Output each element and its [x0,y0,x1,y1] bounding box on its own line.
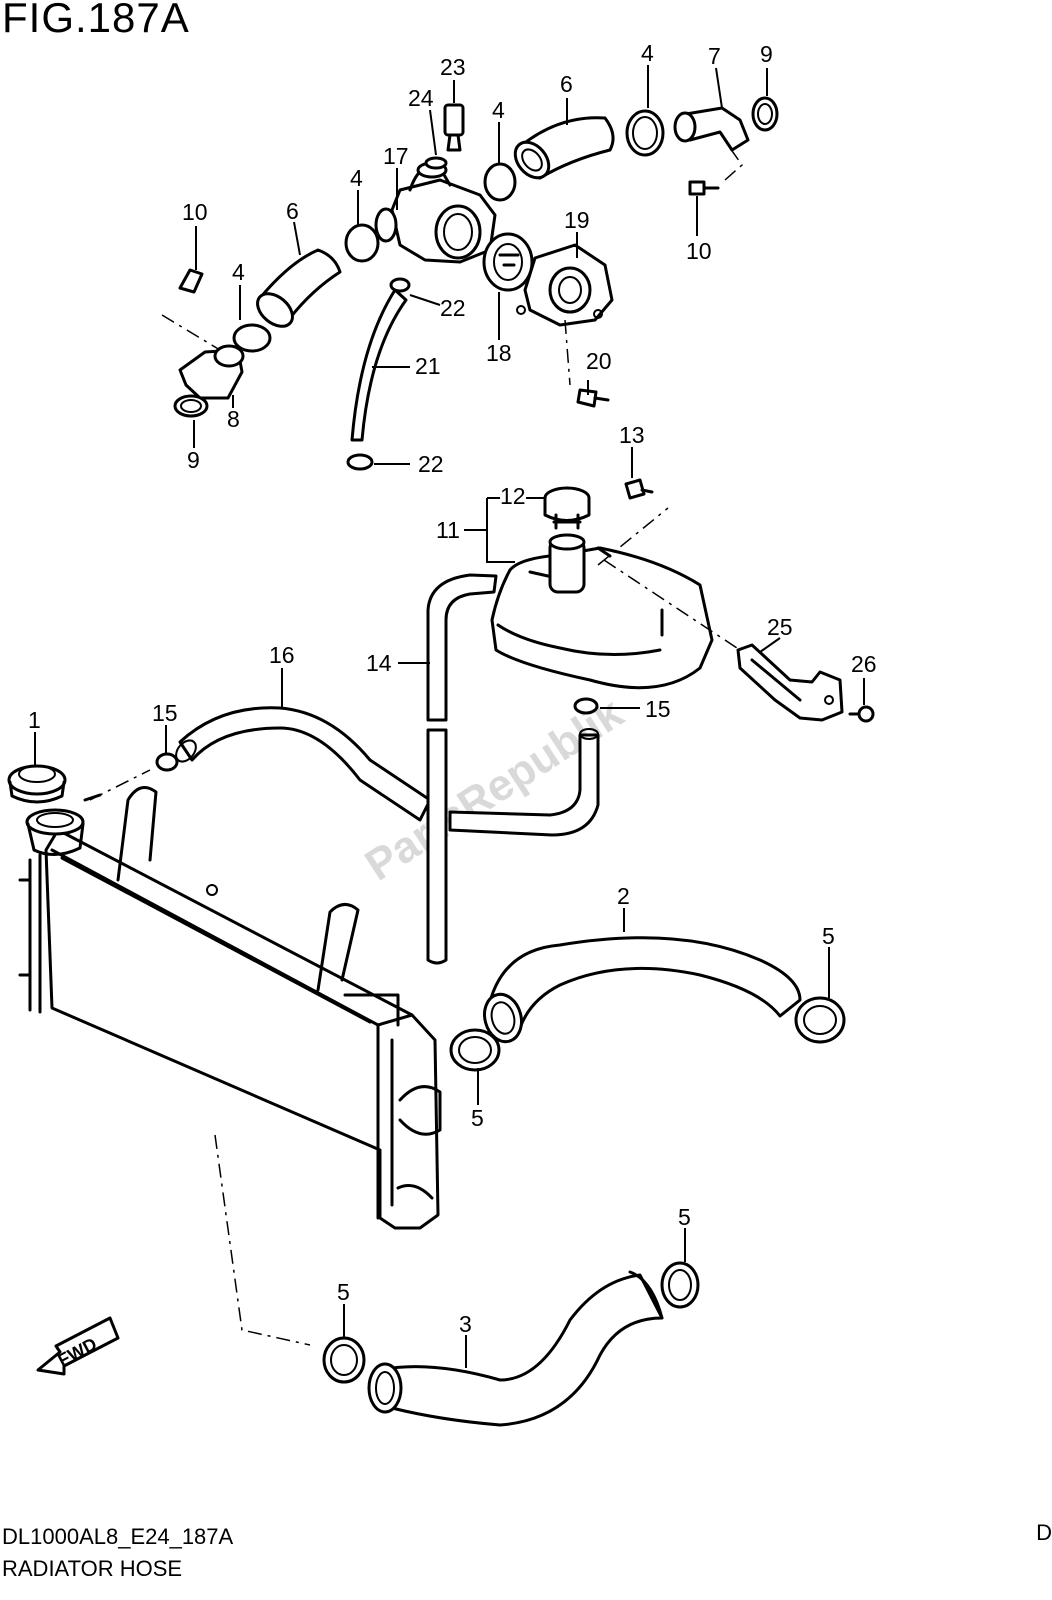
callout-6: 6 [560,71,573,97]
forward-direction-arrow: FWD [36,1316,120,1376]
callout-26: 26 [851,651,877,677]
bolt-20[interactable] [576,388,610,408]
callout-4: 4 [232,259,245,285]
callout-4: 4 [641,40,654,66]
figure-name: RADIATOR HOSE [2,1556,183,1581]
callout-21: 21 [415,353,441,379]
callout-19: 19 [564,207,590,233]
callout-23: 23 [440,54,466,80]
callout-13: 13 [619,422,645,448]
radiator-cap[interactable] [7,764,67,804]
callout-5: 5 [822,923,835,949]
hose-clamp-5[interactable] [322,996,846,1384]
breather-hose-14[interactable] [426,573,498,965]
o-ring-9[interactable] [173,96,779,418]
callout-18: 18 [486,340,512,366]
temperature-sensor[interactable] [424,103,465,170]
radiator-hose-3[interactable] [367,1270,664,1427]
hose-21[interactable] [350,288,408,442]
bolt-26[interactable] [848,705,875,723]
callout-5: 5 [471,1105,484,1131]
callout-6: 6 [286,198,299,224]
thermostat-housing[interactable] [374,161,497,264]
callout-1: 1 [28,707,41,733]
bolt-10[interactable] [178,180,720,294]
callout-9: 9 [760,41,773,67]
thermostat-cover[interactable] [516,243,614,327]
callout-8: 8 [227,406,240,432]
callout-24: 24 [408,85,434,111]
thermostat[interactable] [482,232,534,292]
water-inlet-fitting-8[interactable] [178,344,245,400]
leader-lines [34,65,865,1368]
reservoir-bracket-25[interactable] [736,643,844,722]
callout-20: 20 [586,348,612,374]
figure-code: DL1000AL8_E24_187A [2,1524,234,1549]
reservoir-drain-hose[interactable] [448,728,600,837]
alignment-lines [89,147,744,1346]
callout-15: 15 [152,700,178,726]
hose-6-upper[interactable] [508,116,615,185]
figure-title: FIG.187A [2,0,190,41]
callout-22: 22 [440,295,466,321]
callout-5: 5 [678,1204,691,1230]
callout-25: 25 [767,614,793,640]
callout-numbers: 23 24 17 4 4 6 4 7 9 10 19 18 20 22 21 2… [28,40,877,1337]
callout-4: 4 [492,97,505,123]
hose-clamp-4[interactable] [232,109,665,353]
callout-5: 5 [337,1279,350,1305]
callout-10: 10 [686,238,712,264]
callout-12: 12 [500,483,526,509]
water-outlet-fitting-7[interactable] [673,106,750,152]
callout-14: 14 [366,650,392,676]
callout-22: 22 [418,451,444,477]
callout-7: 7 [708,43,721,69]
callout-3: 3 [459,1311,472,1337]
bolt-13[interactable] [624,478,654,500]
callout-2: 2 [617,883,630,909]
radiator-hose-2[interactable] [479,936,802,1046]
callout-9: 9 [187,447,200,473]
callout-4: 4 [350,165,363,191]
overflow-hose-16[interactable] [172,706,432,822]
callout-10: 10 [182,199,208,225]
callout-11: 11 [436,517,460,543]
callout-15: 15 [645,696,671,722]
hose-clamp-22[interactable] [346,277,411,471]
filler-neck [25,793,102,856]
callout-16: 16 [269,642,295,668]
corner-mark: D [1036,1520,1052,1545]
reservoir-tank[interactable] [490,533,714,690]
hose-6-lower[interactable] [251,248,342,333]
callout-17: 17 [383,143,409,169]
radiator [18,786,442,1230]
reservoir-cap[interactable] [543,486,591,530]
